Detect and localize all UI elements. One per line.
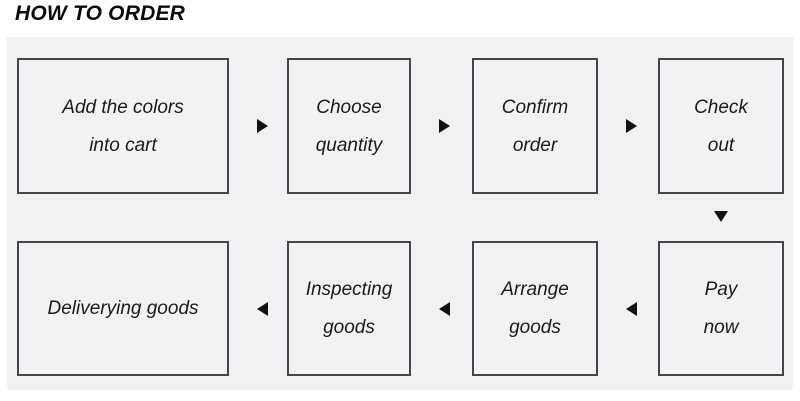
flow-step-label-line: Arrange [501, 279, 569, 300]
connector-arrow-down-4 [714, 211, 728, 222]
flow-step-pay-now[interactable]: Pay now [658, 241, 784, 376]
flow-step-label-line: Choose [316, 96, 382, 118]
flow-step-choose-quantity[interactable]: Choose quantity [287, 58, 411, 194]
flowchart-panel: Add the colors into cart Choose quantity… [7, 37, 793, 390]
flow-step-label-line: order [512, 134, 558, 156]
flow-step-confirm-order[interactable]: Confirm order [472, 58, 598, 194]
flow-step-arrange-goods[interactable]: Arrange goods [472, 241, 598, 376]
connector-arrow-left-5 [626, 302, 637, 316]
connector-arrow-right-3 [626, 119, 637, 133]
flow-step-label-line: goods [323, 317, 375, 338]
page-title: HOW TO ORDER [15, 2, 186, 25]
flow-step-check-out[interactable]: Check out [658, 58, 784, 194]
flow-step-label-line: goods [509, 317, 561, 338]
flow-step-label-line: Add the colors [62, 96, 184, 118]
flow-step-label-line: out [707, 134, 735, 156]
flow-step-inspecting-goods[interactable]: Inspecting goods [287, 241, 411, 376]
connector-arrow-right-1 [257, 119, 268, 133]
flow-step-label-line: Check [694, 96, 748, 118]
connector-arrow-left-7 [257, 302, 268, 316]
connector-arrow-left-6 [439, 302, 450, 316]
flow-step-label-line: into cart [89, 134, 157, 156]
flow-step-label-line: now [703, 317, 739, 338]
flow-step-add-to-cart[interactable]: Add the colors into cart [17, 58, 229, 194]
flow-step-label-line: Deliverying goods [47, 298, 199, 319]
connector-arrow-right-2 [439, 119, 450, 133]
flow-step-label-line: Inspecting [305, 279, 393, 300]
flow-step-label-line: quantity [315, 134, 383, 156]
flow-step-label-line: Confirm [501, 96, 569, 118]
flow-step-label-line: Pay [704, 279, 738, 300]
flow-step-delivering-goods[interactable]: Deliverying goods [17, 241, 229, 376]
